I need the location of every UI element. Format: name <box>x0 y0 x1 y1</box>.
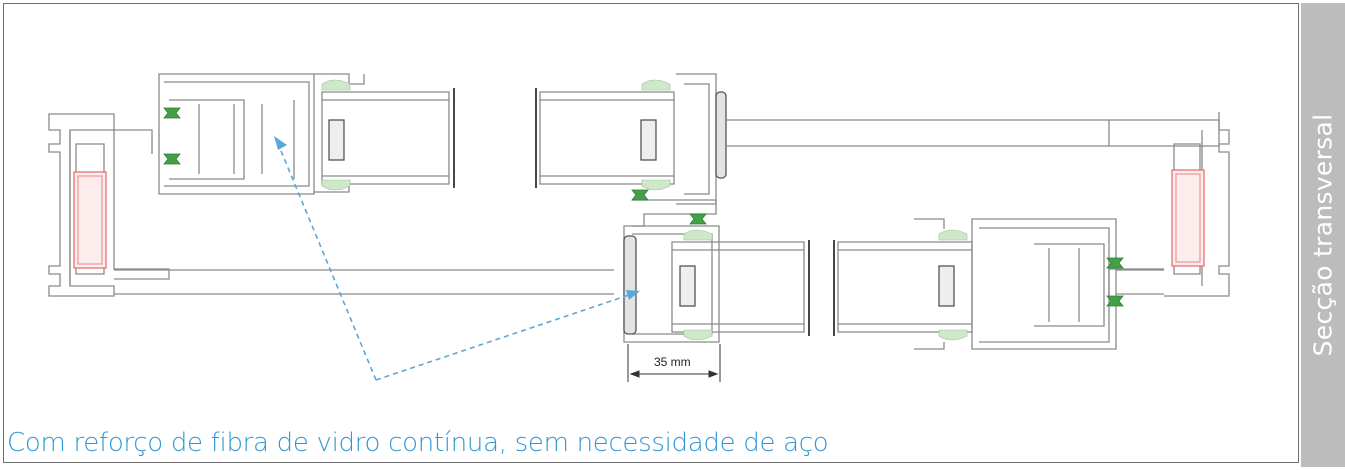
arrowhead-upper <box>274 136 287 150</box>
gaskets <box>163 107 1124 307</box>
sidebar-label: Secção transversal <box>1308 113 1338 357</box>
center-upper-sash <box>535 73 727 227</box>
right-top-rail <box>726 119 1109 147</box>
right-outer-frame <box>1108 112 1230 297</box>
dimension-label: 35 mm <box>654 355 691 369</box>
arrowhead-lower <box>626 290 640 300</box>
left-bottom-rail <box>114 269 614 295</box>
center-lower-sash <box>623 225 810 343</box>
left-outer-frame <box>48 113 170 297</box>
dimension-35mm <box>627 344 721 382</box>
right-bottom-rail <box>1116 269 1164 295</box>
caption: Com reforço de fibra de vidro contínua, … <box>7 428 829 458</box>
left-glazing <box>321 88 455 188</box>
right-lower-sash <box>833 218 1117 350</box>
left-fiberglass-reinforcement <box>73 171 107 269</box>
right-fiberglass-reinforcement <box>1171 169 1205 267</box>
cross-section-drawing: 35 mm <box>48 73 1230 382</box>
pointer-arrows <box>278 145 633 381</box>
diagram-frame: 35 mm Com reforço de fibra de vidro cont… <box>3 3 1299 463</box>
sidebar: Secção transversal <box>1301 3 1345 467</box>
